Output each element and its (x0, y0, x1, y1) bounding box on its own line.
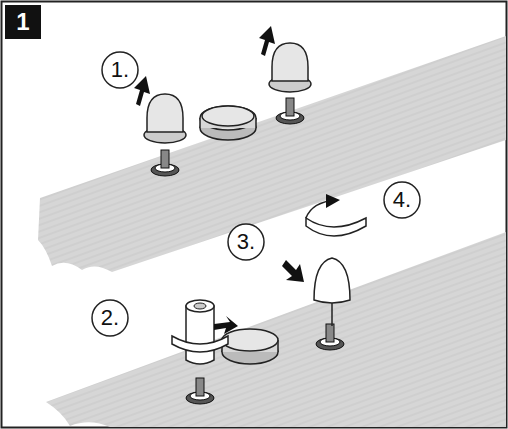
step-box (5, 5, 41, 39)
callout-number: 3. (237, 231, 255, 253)
dome-cap (144, 43, 311, 143)
spacer-sleeve (172, 300, 238, 364)
callout-circle (92, 52, 420, 336)
rotate-ring (306, 194, 366, 236)
step-number: 1 (16, 10, 29, 34)
flat-button (222, 329, 278, 364)
lift-arrow (134, 26, 275, 106)
callout-number: 4. (393, 189, 411, 211)
flat-button (200, 106, 256, 140)
upper-plank (38, 36, 506, 272)
cone-cap (282, 258, 350, 326)
lower-plank (46, 232, 506, 427)
callout-number: 2. (101, 307, 119, 329)
callout-number: 1. (111, 59, 129, 81)
